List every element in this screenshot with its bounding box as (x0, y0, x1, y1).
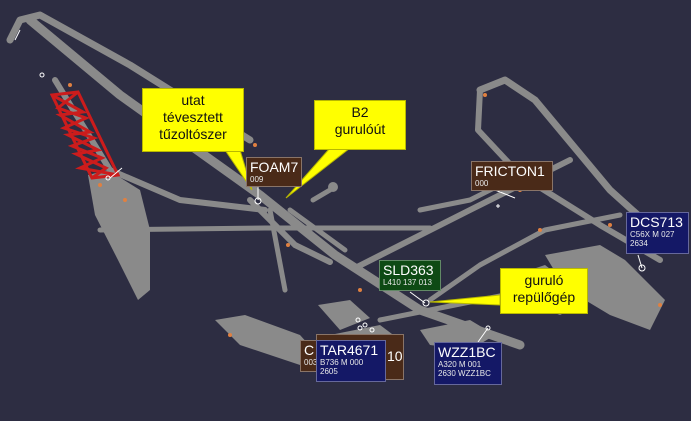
callout-line: gurulóút (334, 121, 386, 137)
callout-pointer-taxi (429, 294, 501, 306)
tag-dcs713[interactable]: DCS713 C56X M 027 2634 (626, 212, 689, 254)
callsign: FOAM7 (250, 159, 299, 175)
aircraft-symbols (39, 72, 646, 333)
callsign: WZZ1BC (438, 344, 496, 360)
callsign: TAR4671 (320, 342, 379, 358)
callout-b2-taxiway: B2 gurulóút (314, 100, 406, 150)
callsign: C (304, 342, 315, 358)
callout-taxiing-aircraft: guruló repülőgép (500, 268, 588, 314)
tag-line: A320 M 001 (438, 360, 482, 369)
tag-line: C56X M 027 (630, 230, 675, 239)
tag-tar4671[interactable]: TAR4671 B736 M 000 2605 (316, 340, 386, 382)
callout-line: repülőgép (512, 289, 576, 305)
callout-line: tűzoltószer (159, 126, 227, 142)
tag-line: 2634 (630, 239, 648, 248)
tag-foam7[interactable]: FOAM7 009 (246, 157, 302, 187)
tag-line: B736 M 000 (320, 358, 364, 367)
tag-line: L410 137 013 (383, 278, 432, 287)
callsign: FRICTON1 (475, 163, 545, 179)
callout-line: B2 (351, 104, 369, 120)
callout-line: utat (181, 92, 205, 108)
tag-line: 009 (250, 175, 264, 184)
leader-lines (14, 29, 643, 343)
callsign: SLD363 (383, 262, 434, 278)
tag-line: 000 (475, 179, 489, 188)
callout-fire-vehicle: utat tévesztett tűzoltószer (142, 88, 244, 152)
callsign: DCS713 (630, 214, 683, 230)
tag-fricton1[interactable]: FRICTON1 000 (471, 161, 553, 191)
tag-line: 2605 (320, 367, 338, 376)
tag-line: 2630 WZZ1BC (438, 369, 491, 378)
callsign: 10 (387, 348, 403, 364)
callout-line: guruló (524, 272, 564, 288)
tag-line: 003 (304, 358, 318, 367)
closed-section (49, 90, 121, 180)
callout-line: tévesztett (163, 109, 223, 125)
tag-wzz1bc[interactable]: WZZ1BC A320 M 001 2630 WZZ1BC (434, 342, 502, 385)
tag-sld363[interactable]: SLD363 L410 137 013 (379, 260, 441, 291)
